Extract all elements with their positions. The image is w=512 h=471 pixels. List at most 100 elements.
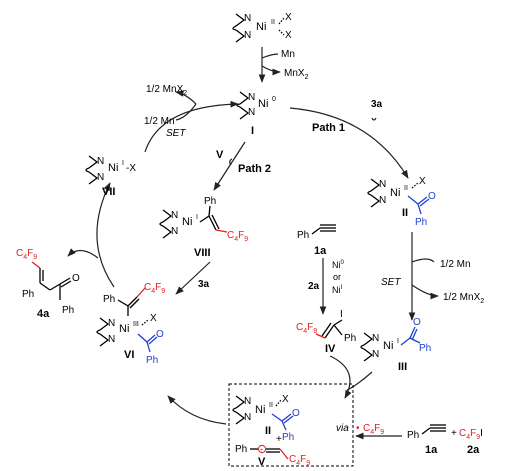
svg-text:X: X	[419, 176, 426, 187]
svg-text:II: II	[269, 402, 273, 409]
svg-text:Ph: Ph	[419, 343, 431, 354]
svg-text:Path 2: Path 2	[238, 163, 271, 175]
svg-text:3a: 3a	[371, 99, 383, 110]
svg-text:SET: SET	[166, 128, 186, 139]
svg-text:O: O	[72, 273, 80, 284]
svg-text:N: N	[248, 92, 255, 103]
svg-text:N: N	[372, 333, 379, 344]
merge-arrow	[329, 355, 373, 399]
svg-text:+: +	[276, 434, 282, 445]
species-VI: Ph C4F9 N N Ni III X O Ph VI	[96, 282, 165, 366]
svg-text:0: 0	[272, 96, 276, 103]
svg-text:-X: -X	[126, 163, 136, 174]
svg-text:2a: 2a	[308, 281, 320, 292]
svg-text:N: N	[108, 318, 115, 329]
svg-text:C4F9I: C4F9I	[459, 428, 483, 441]
svg-text:I: I	[340, 309, 343, 320]
species-I: N N Ni 0 I	[236, 91, 276, 137]
svg-text:Ni: Ni	[108, 162, 118, 174]
svg-text:N: N	[379, 195, 386, 206]
svg-text:O: O	[156, 329, 164, 340]
svg-text:•: •	[356, 423, 360, 434]
svg-text:Ni: Ni	[119, 323, 129, 335]
svg-text:Mn: Mn	[281, 49, 295, 60]
svg-text:Ph: Ph	[22, 289, 34, 300]
svg-text:VII: VII	[102, 186, 115, 198]
svg-text:Ph: Ph	[204, 196, 216, 207]
start-complex: N N Ni II X X	[232, 12, 292, 43]
svg-text:NiI: NiI	[332, 285, 343, 295]
svg-text:I: I	[397, 338, 399, 345]
svg-text:SET: SET	[381, 277, 401, 288]
bottom-reagents: Ph 1a + C4F9I 2a	[407, 424, 483, 456]
svg-text:1/2 MnX2: 1/2 MnX2	[146, 84, 187, 97]
species-III: N N Ni I O Ph III	[360, 317, 431, 373]
svg-text:N: N	[171, 226, 178, 237]
svg-text:IV: IV	[325, 343, 336, 355]
svg-text:II: II	[404, 185, 408, 192]
center-arrow-to-IV: 2a Ni0 or NiI	[308, 258, 345, 315]
VIII-to-VI-arrow: 3a	[175, 261, 211, 295]
svg-text:O: O	[428, 191, 436, 202]
svg-text:Ph: Ph	[146, 355, 158, 366]
svg-text:N: N	[244, 13, 251, 24]
svg-text:O: O	[292, 408, 300, 419]
svg-text:V: V	[216, 149, 224, 161]
svg-text:C4F9: C4F9	[296, 322, 317, 335]
svg-text:Ph: Ph	[344, 333, 356, 344]
svg-text:Ni: Ni	[390, 187, 400, 199]
product-4a: C4F9 Ph O Ph 4a	[16, 248, 80, 320]
set-arrow-right: SET 1/2 Mn 1/2 MnX2	[381, 232, 484, 321]
svg-text:+: +	[260, 448, 264, 454]
svg-text:N: N	[97, 156, 104, 167]
intermediate-box	[228, 383, 354, 467]
svg-text:N: N	[244, 30, 251, 41]
svg-text:2a: 2a	[467, 444, 480, 456]
svg-text:I: I	[122, 160, 124, 167]
svg-text:N: N	[244, 396, 251, 407]
svg-text:Ph: Ph	[297, 230, 309, 241]
svg-text:or: or	[333, 272, 341, 282]
svg-text:N: N	[108, 334, 115, 345]
box-species-V: Ph + C4F9 + V	[235, 434, 310, 468]
svg-text:4a: 4a	[37, 308, 50, 320]
svg-text:Ph: Ph	[415, 217, 427, 228]
svg-text:X: X	[285, 12, 292, 23]
svg-text:III: III	[398, 361, 407, 373]
species-II: N N Ni II X O Ph II	[367, 176, 436, 228]
svg-text:Ph: Ph	[235, 444, 247, 455]
svg-text:1a: 1a	[425, 444, 438, 456]
svg-text:C4F9: C4F9	[363, 423, 384, 436]
svg-text:C4F9: C4F9	[227, 230, 248, 243]
svg-text:C4F9: C4F9	[16, 248, 37, 261]
svg-text:N: N	[244, 412, 251, 423]
svg-text:Ph: Ph	[282, 432, 294, 443]
svg-text:X: X	[285, 30, 292, 41]
center-alkyne-1a: Ph 1a	[297, 224, 336, 257]
svg-text:N: N	[379, 179, 386, 190]
svg-text:via: via	[336, 423, 349, 434]
svg-text:Ni: Ni	[256, 21, 266, 33]
box-to-VI-arrow	[167, 395, 227, 425]
svg-text:Ph: Ph	[103, 294, 115, 305]
svg-text:II: II	[265, 425, 271, 437]
set-arrow-left: SET 1/2 Mn 1/2 MnX2	[144, 84, 239, 153]
box-species-II: N N Ni II X O Ph II	[232, 394, 300, 443]
svg-text:Path 1: Path 1	[312, 122, 345, 134]
svg-text:MnX2: MnX2	[284, 68, 309, 81]
svg-text:Ni: Ni	[383, 340, 393, 352]
svg-text:VIII: VIII	[194, 247, 211, 259]
svg-text:1/2 Mn: 1/2 Mn	[144, 116, 175, 127]
path2-arrow: V Path 2	[213, 141, 271, 191]
svg-text:Ph: Ph	[407, 430, 419, 441]
svg-text:O: O	[413, 317, 421, 328]
svg-text:+: +	[451, 428, 457, 439]
svg-text:1/2 MnX2: 1/2 MnX2	[443, 292, 484, 305]
svg-text:VI: VI	[124, 349, 134, 361]
svg-text:Ni: Ni	[255, 404, 265, 416]
svg-text:Ni0: Ni0	[332, 260, 345, 270]
path1-arrow: 3a Path 1	[289, 99, 409, 179]
species-IV: I Ph C4F9 IV	[296, 309, 356, 355]
